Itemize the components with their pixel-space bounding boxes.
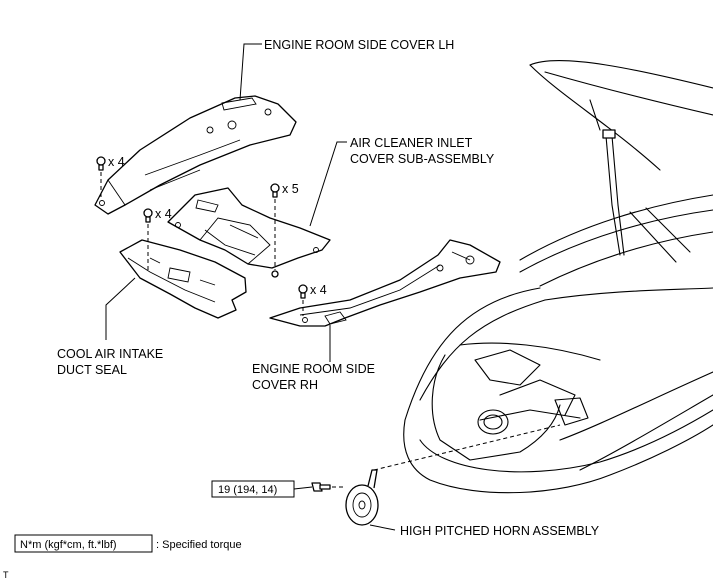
qty-rh-clips: x 4: [310, 283, 327, 297]
label-engine-room-side-cover-lh: ENGINE ROOM SIDE COVER LH: [264, 38, 454, 52]
qty-lh-clips: x 4: [108, 155, 125, 169]
vehicle-front-outline: [403, 60, 713, 494]
label-air-cleaner-inlet-line1: AIR CLEANER INLET: [350, 136, 473, 150]
label-engine-room-side-cover-rh-line2: COVER RH: [252, 378, 318, 392]
label-cool-air-intake-line2: DUCT SEAL: [57, 363, 127, 377]
qty-duct-seal-clips: x 4: [155, 207, 172, 221]
qty-air-cleaner-clips: x 5: [282, 182, 299, 196]
torque-spec-box: 19 (194, 14): [211, 480, 295, 498]
engine-room-side-cover-lh: [94, 95, 297, 215]
label-engine-room-side-cover-rh-line1: ENGINE ROOM SIDE: [252, 362, 375, 376]
legend-meaning: : Specified torque: [156, 539, 242, 551]
clip-icon: [298, 284, 308, 299]
clip-icon: [143, 208, 153, 223]
footer-mark: T: [3, 570, 9, 580]
clip-icon: [96, 156, 106, 171]
torque-legend: N*m (kgf*cm, ft.*lbf) : Specified torque: [14, 534, 242, 553]
clip-icon: [270, 183, 280, 198]
horn-icon: [345, 469, 379, 526]
engine-room-side-cover-rh: [269, 239, 501, 327]
air-cleaner-inlet-cover: [167, 187, 331, 269]
label-high-pitched-horn: HIGH PITCHED HORN ASSEMBLY: [400, 524, 600, 538]
label-cool-air-intake-line1: COOL AIR INTAKE: [57, 347, 163, 361]
cool-air-intake-duct-seal: [119, 239, 247, 319]
torque-value: 19 (194, 14): [218, 484, 277, 496]
bolt-icon: [311, 482, 331, 492]
label-air-cleaner-inlet-line2: COVER SUB-ASSEMBLY: [350, 152, 495, 166]
legend-units: N*m (kgf*cm, ft.*lbf): [20, 539, 117, 551]
